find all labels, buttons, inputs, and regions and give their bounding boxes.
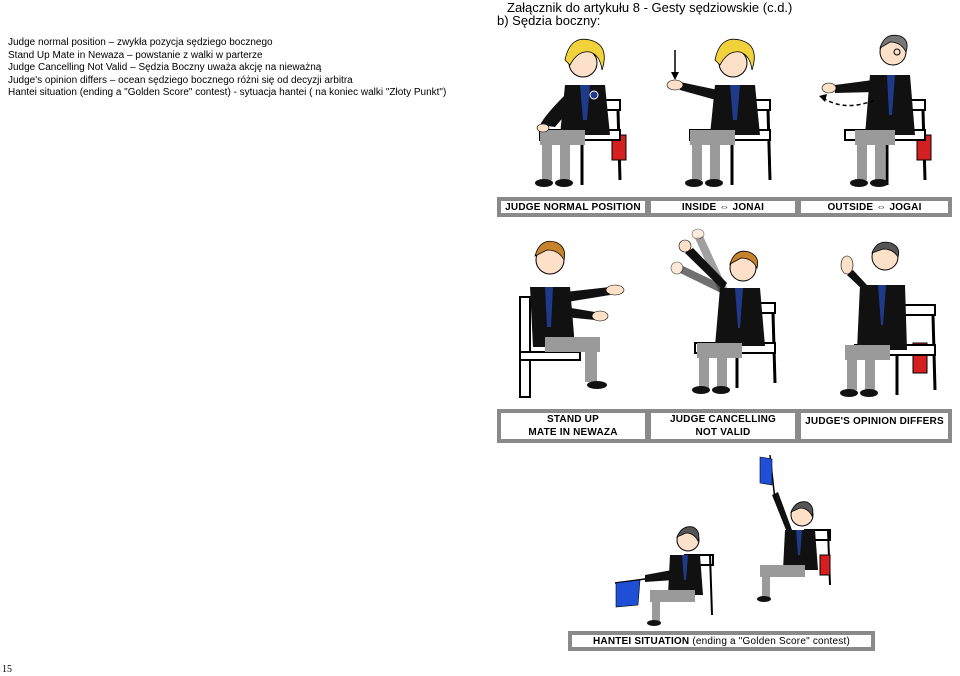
illustration-hantei-situation xyxy=(614,455,831,626)
caption-hantei-situation: HANTEI SITUATION (ending a "Golden Score… xyxy=(570,633,873,649)
illustration-stand-up-mate xyxy=(519,240,625,398)
caption-cancel-line1: JUDGE CANCELLING xyxy=(670,414,776,425)
caption-cancel-line2: NOT VALID xyxy=(695,427,751,438)
illustration-judge-cancelling xyxy=(670,228,777,394)
legend-item: Stand Up Mate in Newaza – powstanie z wa… xyxy=(8,49,263,61)
caption-inside-jonai: INSIDE ⇔ JONAI xyxy=(649,199,797,215)
legend-item: Judge's opinion differs – ocean sędziego… xyxy=(8,74,353,86)
caption-stand-up-mate: STAND UP MATE IN NEWAZA xyxy=(499,411,647,441)
document-title: Załącznik do artykułu 8 - Gesty sędziows… xyxy=(507,0,793,15)
illustration-outside-jogai xyxy=(819,34,932,187)
page-number: 15 xyxy=(2,664,12,675)
caption-judge-cancelling: JUDGE CANCELLING NOT VALID xyxy=(649,411,797,441)
illustration-judge-normal-position xyxy=(535,38,627,187)
legend-item: Judge Cancelling Not Valid – Sędzia Bocz… xyxy=(8,62,322,73)
caption-hantei-bold: HANTEI SITUATION xyxy=(592,635,690,647)
legend-item: Judge normal position – zwykła pozycja s… xyxy=(8,37,273,48)
legend-list: Judge normal position – zwykła pozycja s… xyxy=(8,37,446,100)
caption-outside-jogai: OUTSIDE ⇔ JOGAI xyxy=(799,199,950,215)
caption-stand-up-line2: MATE IN NEWAZA xyxy=(528,427,618,438)
illustration-inside-jonai xyxy=(666,38,772,187)
illustration-judges-opinion-differs xyxy=(840,241,937,397)
caption-stand-up-line1: STAND UP xyxy=(547,414,599,425)
caption-judge-normal-position: JUDGE NORMAL POSITION xyxy=(499,199,647,215)
section-subtitle: b) Sędzia boczny: xyxy=(497,13,601,28)
legend-item: Hantei situation (ending a "Golden Score… xyxy=(8,87,447,98)
caption-judges-opinion-differs: JUDGE'S OPINION DIFFERS xyxy=(799,411,950,441)
caption-hantei-rest: (ending a "Golden Score" contest) xyxy=(689,635,850,647)
